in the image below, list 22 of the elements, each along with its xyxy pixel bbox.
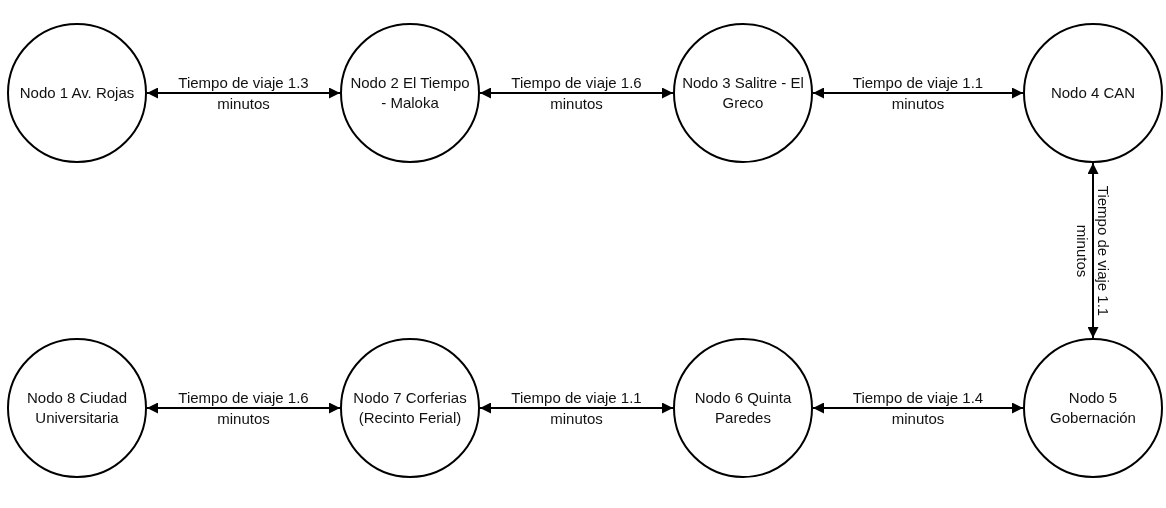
double-arrow: [812, 402, 1024, 414]
edge-label: Tiempo de viaje 1.1 minutos: [1073, 184, 1113, 318]
double-arrow: [479, 87, 674, 99]
node-label: Nodo 2 El Tiempo - Maloka: [349, 73, 471, 113]
edge-label: Tiempo de viaje 1.1 minutos: [851, 73, 985, 114]
node-label: Nodo 7 Corferias (Recinto Ferial): [352, 388, 468, 428]
double-arrow: [812, 87, 1024, 99]
node-label: Nodo 6 Quinta Paredes: [693, 388, 793, 428]
double-arrow: [1087, 162, 1099, 339]
node-label: Nodo 4 CAN: [1049, 83, 1137, 103]
double-arrow: [146, 402, 341, 414]
double-arrow: [146, 87, 341, 99]
double-arrow: [479, 402, 674, 414]
edge-label: Tiempo de viaje 1.3 minutos: [177, 73, 310, 114]
edge-label: Tiempo de viaje 1.4 minutos: [851, 388, 985, 429]
edge-label: Tiempo de viaje 1.1 minutos: [510, 388, 643, 429]
node-label: Nodo 3 Salitre - El Greco: [681, 73, 805, 113]
node-label: Nodo 5 Gobernación: [1049, 388, 1137, 428]
edge-label: Tiempo de viaje 1.6 minutos: [177, 388, 310, 429]
node-label: Nodo 1 Av. Rojas: [18, 83, 136, 103]
node-label: Nodo 8 Ciudad Universitaria: [25, 388, 129, 428]
edge-label: Tiempo de viaje 1.6 minutos: [510, 73, 643, 114]
